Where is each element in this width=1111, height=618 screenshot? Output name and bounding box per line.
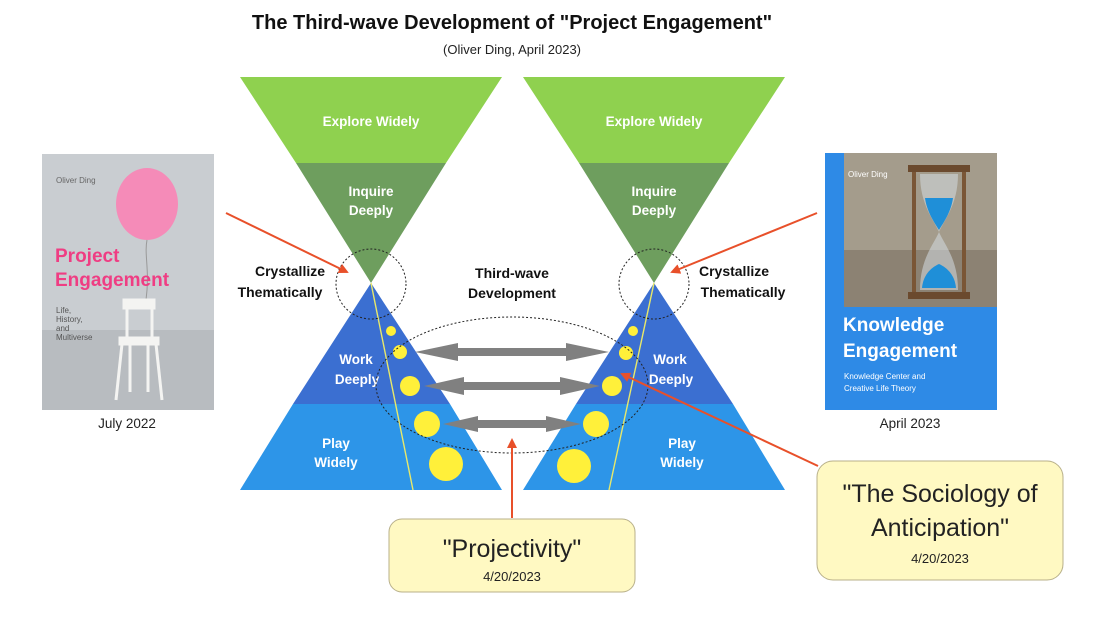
left-work-label-2: Deeply [335, 372, 380, 387]
page-subtitle: (Oliver Ding, April 2023) [443, 42, 581, 57]
left-funnel: Explore Widely Inquire Deeply Work Deepl… [240, 77, 502, 491]
right-inquire-layer [579, 163, 729, 283]
gray-double-arrows [415, 343, 609, 432]
book-left-subtitle-3: and [56, 324, 69, 333]
left-work-layer [293, 283, 450, 404]
right-play-label-2: Widely [660, 455, 704, 470]
right-explore-label: Explore Widely [606, 114, 703, 129]
right-funnel: Explore Widely Inquire Deeply Work Deepl… [523, 77, 785, 491]
crystallize-right-label-1: Crystallize [699, 263, 769, 279]
hourglass-icon [908, 165, 970, 299]
note-projectivity-title: "Projectivity" [443, 535, 582, 563]
right-work-label-2: Deeply [649, 372, 694, 387]
right-play-label-1: Play [668, 436, 696, 451]
red-arrow-sociology [620, 372, 819, 467]
book-right-author: Oliver Ding [848, 170, 888, 179]
left-play-label-1: Play [322, 436, 350, 451]
left-circle-5 [429, 447, 463, 481]
third-wave-label-1: Third-wave [475, 265, 549, 281]
book-right-subtitle-2: Creative Life Theory [844, 384, 916, 393]
double-arrow-bottom [443, 416, 581, 432]
right-explore-layer [523, 77, 785, 163]
right-crystallize-circle [618, 248, 690, 320]
note-sociology-box [816, 460, 1064, 581]
crystallize-left-label-2: Thematically [238, 284, 323, 300]
right-inquire-label-1: Inquire [631, 184, 676, 199]
book-right-title-2: Engagement [843, 341, 958, 362]
book-right-subtitle-1: Knowledge Center and [844, 372, 925, 381]
balloon-string [145, 239, 148, 301]
right-circle-1 [628, 326, 638, 336]
crystallize-right-label-2: Thematically [701, 284, 786, 300]
red-arrow-right-book [670, 212, 818, 274]
book-left-date: July 2022 [98, 416, 156, 431]
book-right-title-1: Knowledge [843, 315, 944, 336]
note-projectivity-date: 4/20/2023 [483, 569, 541, 584]
note-projectivity: "Projectivity" 4/20/2023 [388, 518, 636, 593]
note-projectivity-box [388, 518, 636, 593]
left-circle-2 [393, 345, 407, 359]
note-sociology-date: 4/20/2023 [911, 551, 969, 566]
book-left-subtitle-4: Multiverse [56, 333, 93, 342]
red-arrow-left-book [225, 212, 349, 273]
left-growth-line [370, 282, 414, 491]
note-sociology: "The Sociology of Anticipation" 4/20/202… [816, 460, 1064, 581]
left-circle-1 [386, 326, 396, 336]
right-growth-line [608, 282, 655, 491]
crystallize-left-label-1: Crystallize [255, 263, 325, 279]
left-explore-layer [240, 77, 502, 163]
right-work-label-1: Work [653, 352, 687, 367]
left-circle-3 [400, 376, 420, 396]
page-title: The Third-wave Development of "Project E… [252, 12, 772, 34]
double-arrow-top [415, 343, 609, 361]
right-circle-5 [557, 449, 591, 483]
right-circle-2 [619, 346, 633, 360]
left-crystallize-circle [335, 248, 407, 320]
note-sociology-title-1: "The Sociology of [842, 480, 1037, 508]
right-circle-4 [583, 411, 609, 437]
right-inquire-label-2: Deeply [632, 203, 677, 218]
left-inquire-layer [296, 163, 446, 283]
book-left-subtitle-1: Life, [56, 306, 71, 315]
balloon-icon [116, 168, 178, 240]
left-explore-label: Explore Widely [323, 114, 420, 129]
right-work-layer [576, 283, 733, 404]
book-left-title-2: Engagement [55, 270, 170, 291]
chair-icon [114, 298, 164, 401]
right-circle-3 [602, 376, 622, 396]
book-cover-project-engagement: Oliver Ding Project Engagement Life, His… [42, 154, 214, 410]
book-left-subtitle-2: History, [56, 315, 83, 324]
note-sociology-title-2: Anticipation" [871, 514, 1009, 542]
left-play-label-2: Widely [314, 455, 358, 470]
book-left-author: Oliver Ding [56, 176, 96, 185]
left-inquire-label-2: Deeply [349, 203, 394, 218]
double-arrow-middle [424, 377, 600, 395]
book-cover-knowledge-engagement: Oliver Ding Knowledge Engagement Knowled… [825, 153, 997, 410]
left-work-label-1: Work [339, 352, 373, 367]
left-play-layer [240, 404, 502, 490]
book-right-date: April 2023 [880, 416, 941, 431]
book-left-title-1: Project [55, 246, 120, 267]
left-inquire-label-1: Inquire [348, 184, 393, 199]
third-wave-label-2: Development [468, 285, 556, 301]
left-circle-4 [414, 411, 440, 437]
